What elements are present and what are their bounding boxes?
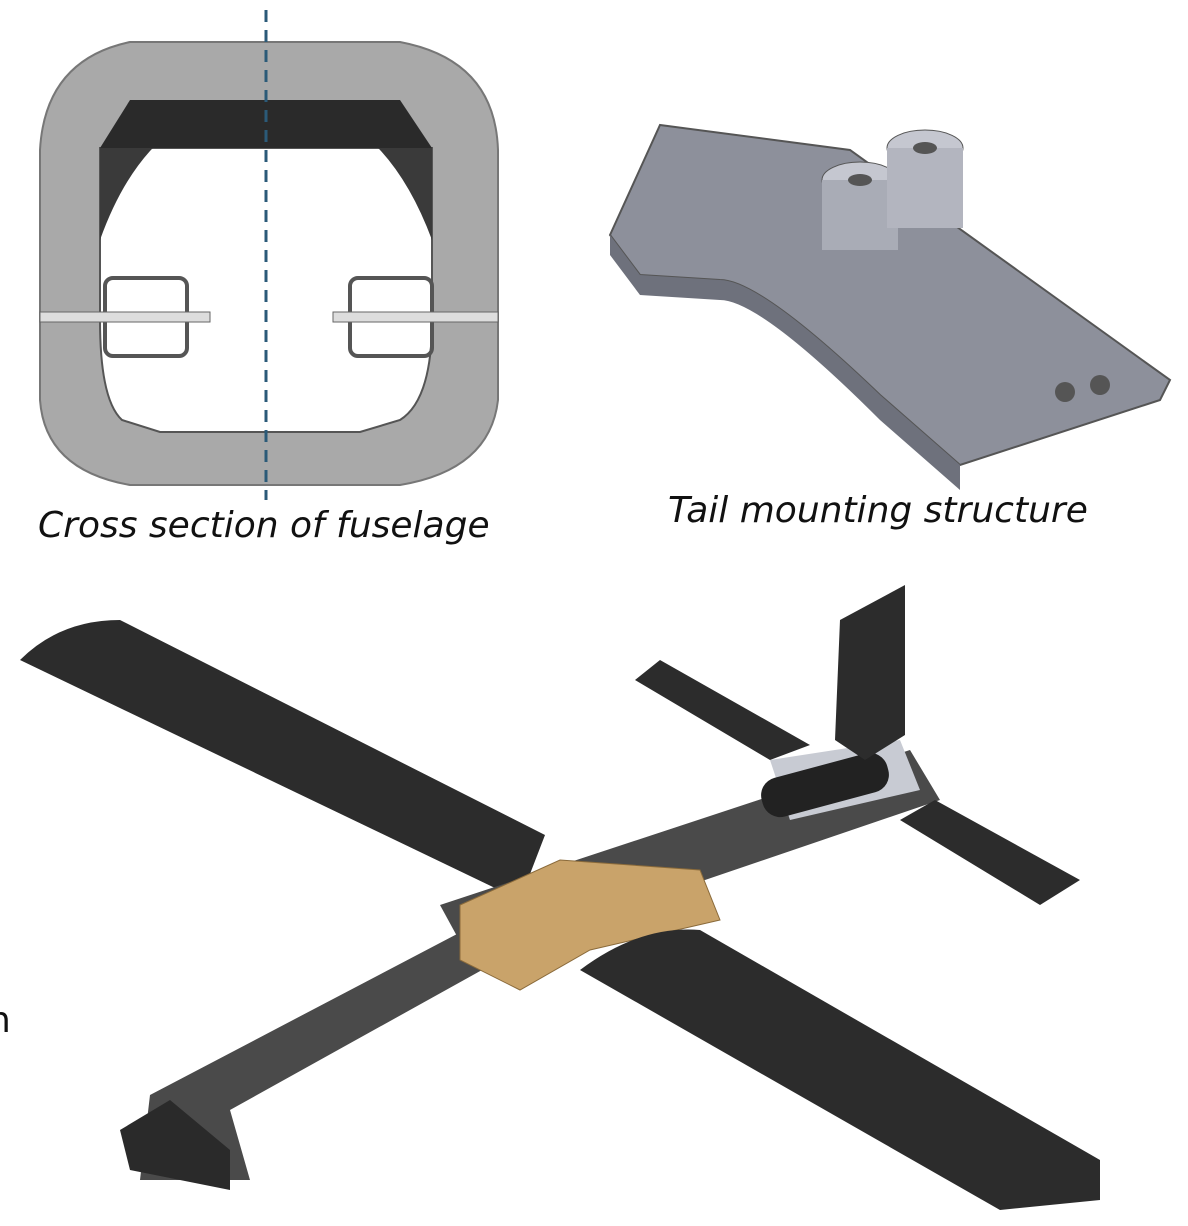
fuselage-cross-section [39, 10, 499, 500]
tail-mount-render [608, 123, 1172, 490]
cut-off-label: n [0, 1000, 11, 1041]
cross-section-caption: Cross section of fuselage [38, 505, 490, 546]
tail-mount-caption: Tail mounting structure [668, 490, 1088, 531]
aircraft-assembly [20, 585, 1100, 1210]
